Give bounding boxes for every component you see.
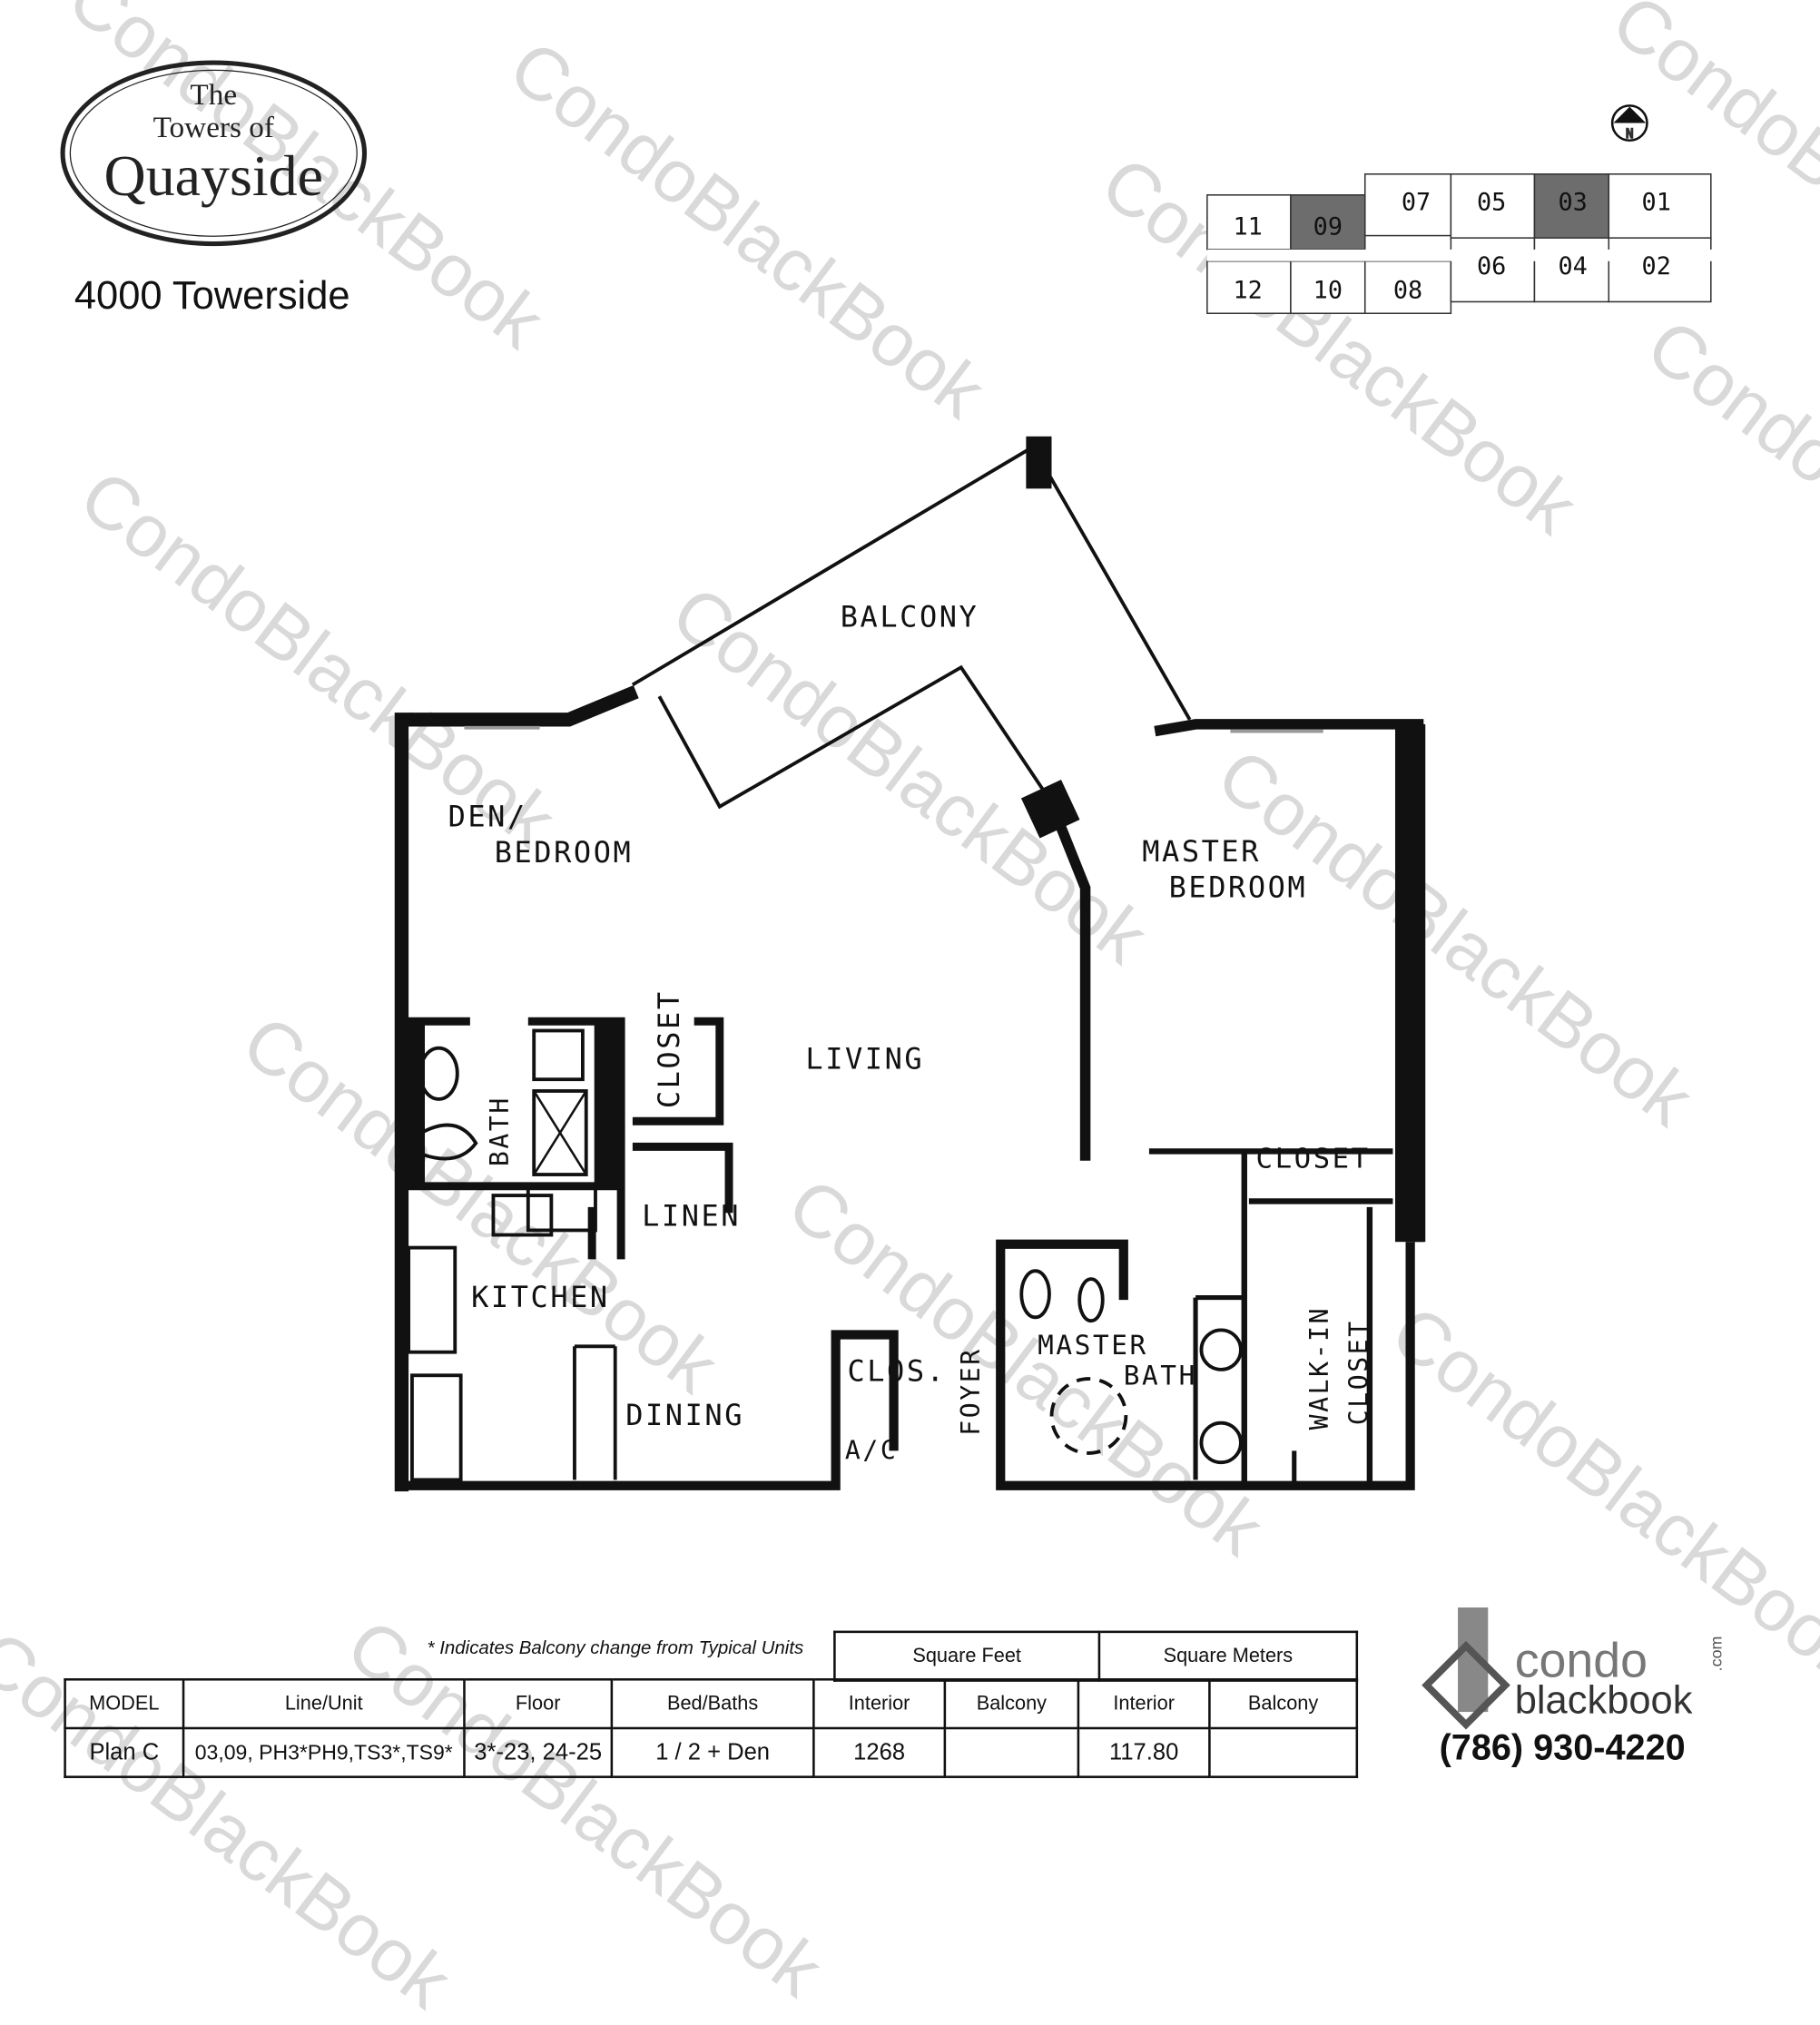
column-header: Floor	[463, 1678, 614, 1730]
room-label-den: DEN/	[448, 799, 527, 833]
quayside-logo: The Towers of Quayside	[60, 60, 368, 247]
room-label-bath: BATH	[485, 1096, 515, 1166]
room-label-walk-in-closet: WALK-IN	[1304, 1306, 1334, 1430]
room-label-closet: CLOSET	[652, 989, 686, 1108]
unit-label: 09	[1313, 212, 1343, 241]
room-label-living: LIVING	[805, 1042, 924, 1076]
unit-label: 01	[1642, 188, 1671, 216]
key-plan: N 11 09 07 05 03 01 12 10 08	[1206, 104, 1718, 315]
unit-03-highlight	[1533, 173, 1610, 241]
area-group-header: Square Feet Square Meters	[833, 1630, 1359, 1682]
table-header-row: MODEL Line/Unit Floor Bed/Baths Interior…	[64, 1678, 1359, 1730]
unit-spec-table: MODEL Line/Unit Floor Bed/Baths Interior…	[64, 1678, 1359, 1778]
column-header: Bed/Baths	[610, 1678, 815, 1730]
north-arrow-icon	[1610, 104, 1648, 143]
condoblackbook-logo-icon	[1422, 1607, 1510, 1730]
table-row: Plan C 03,09, PH3*PH9,TS3*,TS9* 3*-23, 2…	[64, 1726, 1359, 1778]
building-address: 4000 Towerside	[74, 273, 350, 319]
cell-sqft-balcony	[943, 1726, 1080, 1778]
brand-suffix: .com	[1706, 1636, 1726, 1672]
room-label-master-bath: BATH	[1124, 1360, 1197, 1391]
unit-label: 02	[1642, 252, 1671, 280]
brand-name: condo	[1514, 1633, 1648, 1688]
cell-sqm-balcony	[1208, 1726, 1359, 1778]
balcony-note: * Indicates Balcony change from Typical …	[427, 1638, 804, 1659]
cell-bed-baths: 1 / 2 + Den	[610, 1726, 815, 1778]
column-header: Balcony	[943, 1678, 1080, 1730]
room-label-den: BEDROOM	[495, 835, 634, 870]
brand-name: blackbook	[1514, 1678, 1693, 1723]
room-label-foyer: FOYER	[956, 1347, 986, 1435]
column-header: Line/Unit	[182, 1678, 466, 1730]
balcony-outline	[631, 444, 1192, 721]
column-header: Balcony	[1208, 1678, 1359, 1730]
unit-label: 04	[1558, 252, 1587, 280]
room-label-ac: A/C	[845, 1435, 898, 1465]
group-header-square-feet: Square Feet	[833, 1630, 1101, 1682]
room-label-closet: CLOS.	[847, 1354, 946, 1389]
room-label-closet: CLOSET	[1256, 1143, 1371, 1175]
room-label-walk-in-closet: CLOSET	[1343, 1319, 1373, 1425]
unit-label: 06	[1477, 252, 1506, 280]
column-header: MODEL	[64, 1678, 185, 1730]
room-label-dining: DINING	[625, 1398, 744, 1432]
cell-floor: 3*-23, 24-25	[463, 1726, 614, 1778]
room-label-linen: LINEN	[642, 1198, 741, 1233]
cell-model: Plan C	[64, 1726, 185, 1778]
cell-sqft-interior: 1268	[812, 1726, 947, 1778]
cell-line-unit: 03,09, PH3*PH9,TS3*,TS9*	[182, 1726, 466, 1778]
floor-plan-drawing: N 11 09 07 05 03 01 12 10 08	[394, 104, 1718, 1492]
column-header: Interior	[812, 1678, 947, 1730]
room-labels: BALCONY DEN/ BEDROOM MASTER BEDROOM LIVI…	[448, 599, 1374, 1465]
room-label-master-bedroom: BEDROOM	[1169, 870, 1308, 904]
unit-label: 12	[1233, 277, 1262, 305]
column-header: Interior	[1077, 1678, 1211, 1730]
phone-number[interactable]: (786) 930-4220	[1439, 1726, 1686, 1768]
unit-label: 10	[1313, 277, 1343, 305]
group-header-square-meters: Square Meters	[1097, 1630, 1359, 1682]
north-label: N	[1626, 127, 1633, 142]
unit-label: 05	[1477, 188, 1506, 216]
room-label-master-bath: MASTER	[1038, 1330, 1148, 1361]
unit-label: 03	[1558, 188, 1587, 216]
unit-label: 07	[1402, 188, 1431, 216]
unit-label: 08	[1393, 277, 1422, 305]
unit-label: 11	[1233, 212, 1262, 241]
room-label-balcony: BALCONY	[841, 599, 979, 634]
walls	[394, 436, 1426, 1492]
cell-sqm-interior: 117.80	[1077, 1726, 1211, 1778]
room-label-kitchen: KITCHEN	[471, 1280, 610, 1314]
room-label-master-bedroom: MASTER	[1142, 834, 1261, 869]
